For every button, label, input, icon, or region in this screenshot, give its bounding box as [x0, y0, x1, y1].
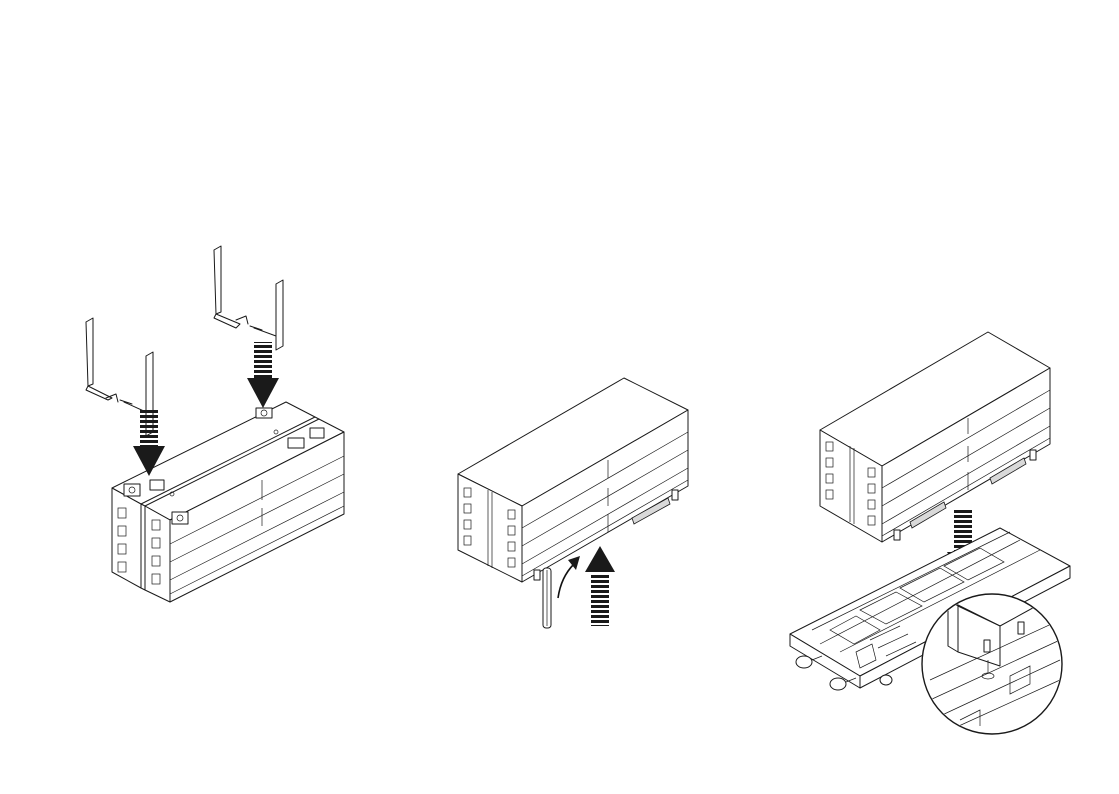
- up-arrow-icon: [585, 546, 615, 626]
- panel-3-lower-onto-base-frame: [790, 332, 1070, 734]
- handle-bracket-icon: [214, 246, 283, 350]
- cabinet-icon: [458, 378, 688, 582]
- panel-2-tilt-and-insert-pin: [458, 378, 688, 628]
- panel-1-attach-handles: [86, 246, 344, 602]
- down-arrow-icon: [247, 342, 279, 408]
- pin-icon: [543, 568, 551, 628]
- cabinet-icon: [820, 332, 1050, 542]
- curved-arrow-icon: [558, 556, 580, 598]
